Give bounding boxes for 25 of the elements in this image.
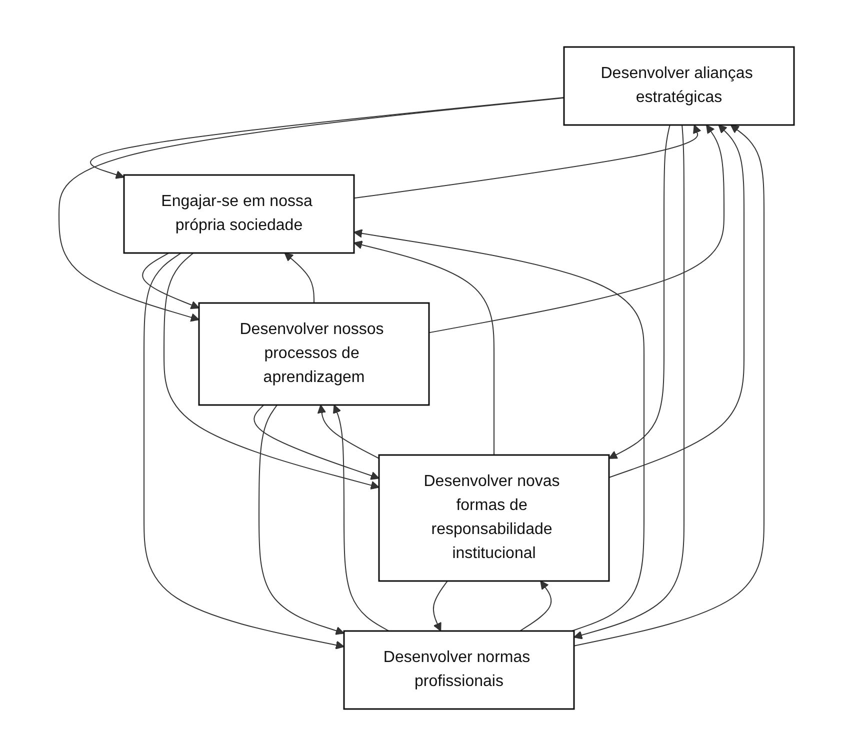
arrow [142, 252, 200, 310]
arrow [317, 404, 380, 459]
arrow [332, 404, 390, 632]
arrow [144, 252, 344, 650]
arrow [354, 240, 494, 456]
node-box: Desenvolver nossos processos de aprendizagem [198, 302, 430, 406]
arrow [164, 252, 380, 490]
arrow [608, 124, 744, 478]
arrow [354, 229, 644, 632]
arrow [574, 124, 764, 646]
arrow [58, 97, 564, 322]
node-box: Desenvolver normas profissionais [343, 630, 575, 710]
node-box: Engajar-se em nossa própria sociedade [123, 174, 355, 254]
arrow [608, 124, 670, 459]
node-box: Desenvolver alianças estratégicas [563, 46, 795, 126]
arrow [428, 124, 724, 334]
arrow [574, 124, 684, 640]
arrow [432, 580, 448, 632]
arrow [90, 97, 564, 179]
node-box: Desenvolver novas formas de responsabilidade institucional [378, 454, 610, 582]
arrow [284, 252, 314, 304]
arrow [254, 404, 380, 480]
arrow [519, 580, 552, 632]
arrow [354, 124, 702, 199]
arrow [258, 404, 344, 635]
